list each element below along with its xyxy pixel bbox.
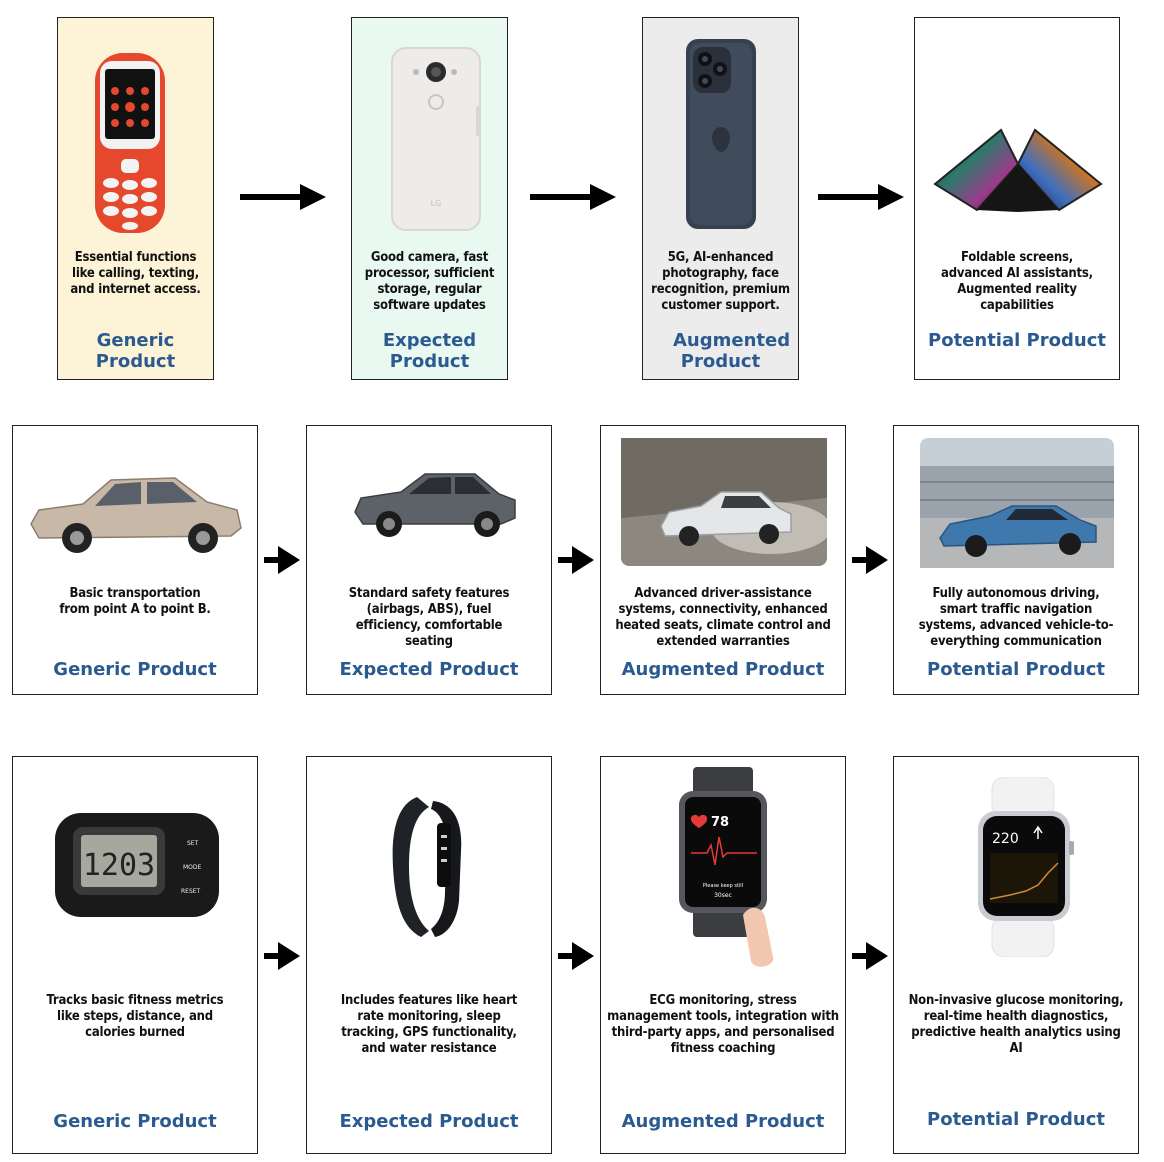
arrow-right-icon <box>264 942 300 970</box>
heart-rate-readout: 78 <box>711 815 729 830</box>
card-label: Potential Product <box>927 659 1105 680</box>
card-fitness-potential: 220 Non-invasive glucose monitoring, rea… <box>893 756 1139 1154</box>
premium-smartphone-icon <box>686 39 756 229</box>
modern-sedan-icon <box>354 473 516 537</box>
card-label: Expected Product <box>339 1111 519 1132</box>
glucose-readout: 220 <box>992 831 1019 847</box>
arrow-right-icon <box>852 546 888 574</box>
card-description: Fully autonomous driving, smart traffic … <box>918 586 1114 649</box>
card-car-expected: Standard safety features (airbags, ABS),… <box>306 425 552 695</box>
luxury-suv-icon <box>621 438 827 566</box>
svg-text:RESET: RESET <box>181 888 201 895</box>
card-fitness-generic: 1203 SET MODE RESET Tracks basic fitness m… <box>12 756 258 1154</box>
card-label: Generic Product <box>53 659 217 680</box>
glucose-smartwatch-icon: 220 <box>978 777 1074 957</box>
arrow-right-icon <box>852 942 888 970</box>
card-label: Expected Product <box>382 330 477 372</box>
card-label: Expected Product <box>339 659 519 680</box>
arrow-right-icon <box>240 184 326 210</box>
arrow-right-icon <box>818 184 904 210</box>
card-description: Non-invasive glucose monitoring, real-ti… <box>908 993 1124 1056</box>
card-description: Basic transportation from point A to poi… <box>59 586 211 617</box>
arrow-right-icon <box>558 942 594 970</box>
svg-text:MODE: MODE <box>183 864 202 871</box>
card-label: Augmented Product <box>621 659 825 680</box>
card-label: Augmented Product <box>621 1111 825 1132</box>
keep-still-text: Please keep still <box>703 883 743 889</box>
card-car-potential: Fully autonomous driving, smart traffic … <box>893 425 1139 695</box>
card-label: Generic Product <box>95 330 176 372</box>
card-phone-generic: Essential functions like calling, textin… <box>57 17 214 380</box>
card-description: Advanced driver-assistance systems, conn… <box>615 586 831 649</box>
pedometer-display: 1203 <box>83 848 155 883</box>
card-phone-potential: Foldable screens, advanced AI assistants… <box>914 17 1120 380</box>
card-label: Generic Product <box>53 1111 217 1132</box>
card-description: Good camera, fast processor, sufficient … <box>364 250 495 313</box>
arrow-right-icon <box>530 184 616 210</box>
card-label: Potential Product <box>927 1109 1105 1130</box>
card-fitness-augmented: 78 Please keep still 30sec ECG monitorin… <box>600 756 846 1154</box>
card-description: Essential functions like calling, textin… <box>70 250 201 297</box>
arrow-right-icon <box>558 546 594 574</box>
card-phone-augmented: 5G, AI-enhanced photography, face recogn… <box>642 17 799 380</box>
card-label: Augmented Product <box>673 330 791 372</box>
electric-sports-car-icon <box>920 438 1114 568</box>
arrow-right-icon <box>264 546 300 574</box>
card-car-augmented: Advanced driver-assistance systems, conn… <box>600 425 846 695</box>
card-description: Standard safety features (airbags, ABS),… <box>348 586 510 649</box>
card-description: ECG monitoring, stress management tools,… <box>607 993 839 1056</box>
card-description: 5G, AI-enhanced photography, face recogn… <box>651 250 790 313</box>
card-phone-expected: LG Good camera, fast processor, sufficie… <box>351 17 508 380</box>
ecg-smartwatch-icon: 78 Please keep still 30sec <box>679 767 774 967</box>
smartphone-back-icon: LG <box>391 47 481 231</box>
foldable-phone-icon <box>933 128 1103 212</box>
svg-text:SET: SET <box>187 840 199 847</box>
card-description: Foldable screens, advanced AI assistants… <box>941 250 1093 313</box>
card-description: Tracks basic fitness metrics like steps,… <box>46 993 224 1040</box>
card-car-generic: Basic transportation from point A to poi… <box>12 425 258 695</box>
basic-sedan-icon <box>30 477 242 553</box>
card-label: Potential Product <box>928 330 1106 351</box>
card-fitness-expected: Includes features like heart rate monito… <box>306 756 552 1154</box>
basic-feature-phone-icon <box>95 53 165 233</box>
svg-text:LG: LG <box>431 199 442 208</box>
card-description: Includes features like heart rate monito… <box>340 993 518 1056</box>
fitness-band-icon <box>392 797 462 937</box>
timer-text: 30sec <box>714 892 732 899</box>
pedometer-icon: 1203 SET MODE RESET <box>55 813 219 917</box>
